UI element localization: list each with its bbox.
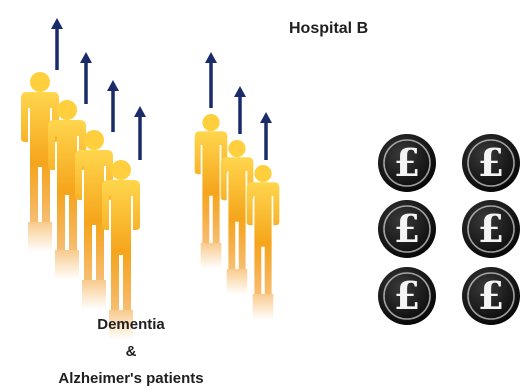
person-icon — [246, 165, 280, 320]
person-icon — [102, 160, 140, 340]
up-arrow-icon — [260, 112, 272, 160]
up-arrow-icon — [80, 52, 92, 104]
pound-coin-icon: £ — [378, 200, 436, 258]
pound-coin-icon: £ — [462, 134, 520, 192]
group-a — [21, 72, 140, 340]
people-layer — [21, 72, 280, 340]
person-icon — [75, 130, 113, 310]
person-icon — [220, 140, 254, 295]
up-arrow-icon — [234, 86, 246, 134]
up-arrow-icon — [134, 106, 146, 160]
pound-coin-icon: £ — [378, 267, 436, 325]
arrows-layer — [51, 18, 272, 160]
svg-text:£: £ — [478, 273, 504, 318]
pound-coin-icon: £ — [378, 134, 436, 192]
svg-text:£: £ — [394, 273, 420, 318]
caption-dementia: Dementia — [97, 316, 165, 333]
coins-layer: £ £ £ £ £ £ — [378, 134, 520, 325]
svg-text:£: £ — [478, 140, 504, 185]
person-icon — [194, 114, 228, 269]
svg-text:£: £ — [394, 206, 420, 251]
pound-coin-icon: £ — [462, 200, 520, 258]
svg-text:£: £ — [394, 140, 420, 185]
up-arrow-icon — [205, 52, 217, 108]
up-arrow-icon — [51, 18, 63, 70]
caption-ampersand: & — [125, 343, 137, 360]
svg-text:£: £ — [478, 206, 504, 251]
hospital-title: Hospital B — [289, 20, 369, 37]
pound-coin-icon: £ — [462, 267, 520, 325]
group-b — [194, 114, 280, 320]
up-arrow-icon — [107, 80, 119, 132]
caption-patients: Alzheimer's patients — [58, 370, 204, 387]
